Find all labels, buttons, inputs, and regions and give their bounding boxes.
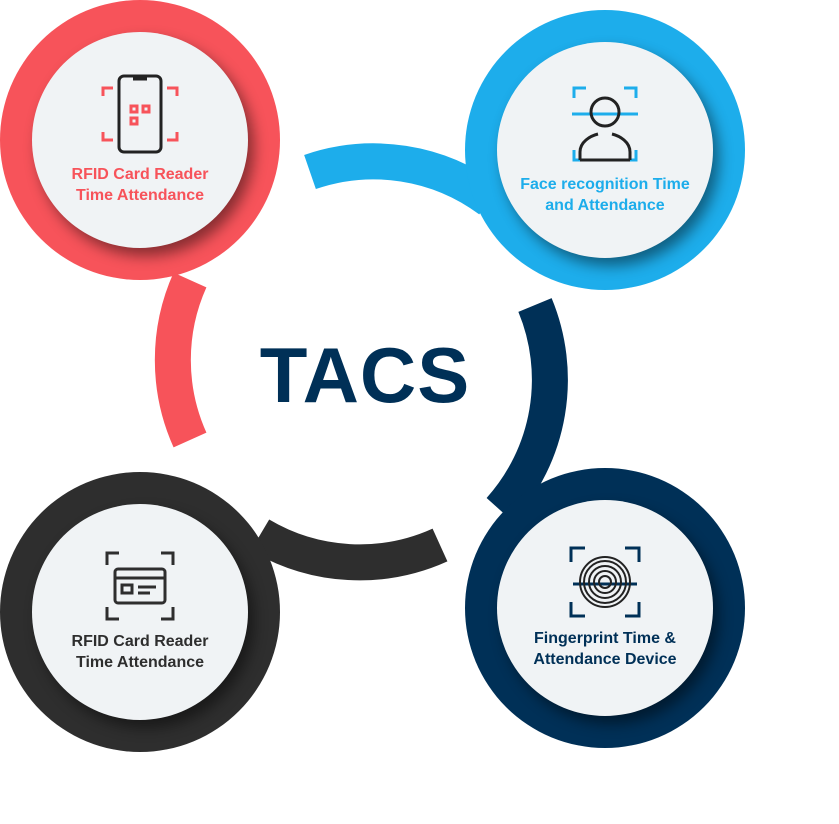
fingerprint-scan-icon bbox=[569, 546, 641, 618]
diagram-title: TACS bbox=[259, 331, 471, 419]
ring-segment-gray bbox=[250, 519, 448, 581]
ring-segment-navy bbox=[486, 298, 568, 523]
node-label: RFID Card Reader Time Attendance bbox=[71, 633, 209, 671]
node-label: RFID Card Reader Time Attendance bbox=[71, 166, 209, 204]
phone-qr-scan-icon bbox=[101, 74, 179, 154]
node-label: Face recognition Time and Attendance bbox=[520, 176, 690, 214]
node-rfid-mobile: RFID Card Reader Time Attendance bbox=[0, 0, 280, 280]
ring-segment-blue bbox=[304, 143, 501, 215]
node-face-recognition: Face recognition Time and Attendance bbox=[465, 10, 745, 290]
node-fingerprint: Fingerprint Time & Attendance Device bbox=[465, 468, 745, 748]
node-rfid-card: RFID Card Reader Time Attendance bbox=[0, 472, 280, 752]
id-card-scan-icon bbox=[105, 551, 175, 621]
node-label: Fingerprint Time & Attendance Device bbox=[533, 630, 677, 668]
ring-segment-red bbox=[154, 272, 207, 448]
face-scan-icon bbox=[572, 86, 638, 162]
